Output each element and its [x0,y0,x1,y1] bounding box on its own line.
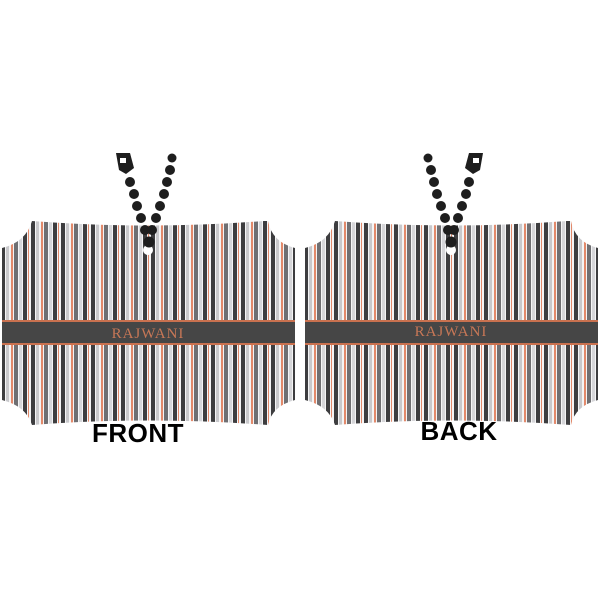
back-ornament: RAJWANI [303,150,600,430]
ornament-face [305,221,598,425]
ornament-face [2,221,295,425]
front-label: FRONT [91,418,185,448]
back-label: BACK [420,416,498,446]
personalization-text: RAJWANI [415,324,488,340]
ball-chain-icon [423,153,483,248]
front-ornament: RAJWANI [0,150,300,430]
personalization-text: RAJWANI [112,326,185,342]
ball-chain-icon [116,153,177,248]
